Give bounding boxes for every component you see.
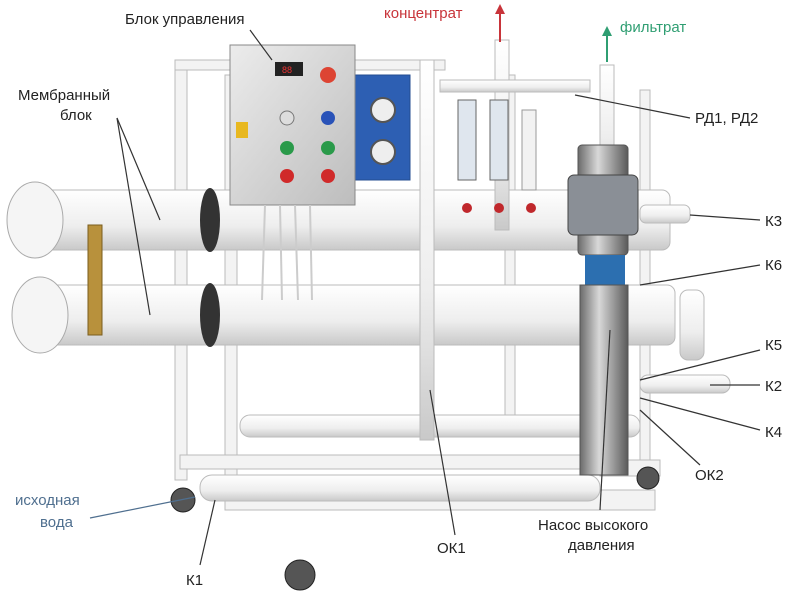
label-k6: К6: [765, 257, 782, 274]
label-pump: Насос высокого: [538, 517, 648, 534]
label-source-water: исходная: [15, 492, 80, 509]
label-k1: К1: [186, 572, 203, 589]
pipes: [199, 39, 731, 502]
label-k3: К3: [765, 213, 782, 230]
label-membrane-unit: Мембранный: [18, 87, 110, 104]
label-membrane-unit-2: блок: [60, 107, 92, 124]
label-ok1: ОК1: [437, 540, 466, 557]
gauge-panel: [354, 74, 411, 181]
label-filtrate: фильтрат: [620, 19, 686, 36]
concentrate-arrow-icon: [495, 4, 505, 42]
membrane-unit: [6, 181, 676, 354]
label-source-water-2: вода: [40, 514, 74, 531]
filtrate-arrow-icon: [602, 26, 612, 62]
label-pressure-relays: РД1, РД2: [695, 110, 758, 127]
label-pump-2: давления: [568, 537, 635, 554]
label-control-unit: Блок управления: [125, 11, 244, 28]
svg-text:88: 88: [282, 65, 292, 75]
label-ok2: ОК2: [695, 467, 724, 484]
leader-lines: [89, 29, 761, 566]
label-concentrate: концентрат: [384, 5, 463, 22]
label-k2: К2: [765, 378, 782, 395]
control-box: 88: [229, 44, 356, 301]
flowmeters: [457, 99, 537, 213]
label-k5: К5: [765, 337, 782, 354]
label-k4: К4: [765, 424, 782, 441]
